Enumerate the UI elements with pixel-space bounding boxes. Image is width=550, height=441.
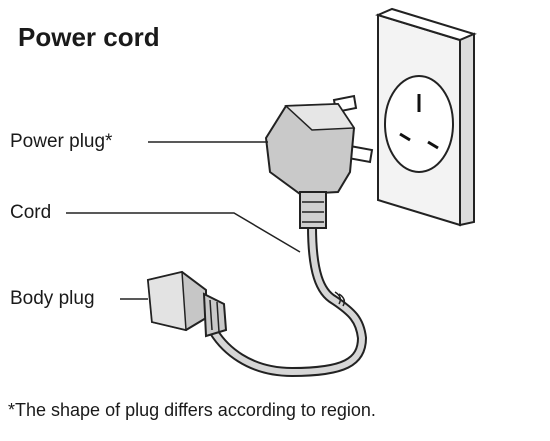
plug-top-face (284, 103, 356, 131)
cord-break-mark (334, 291, 346, 307)
socket-slot-left (399, 132, 411, 142)
body-plug-ridge (216, 301, 220, 333)
wall-outlet (375, 7, 477, 227)
body-plug-face (147, 271, 187, 331)
socket-face (384, 75, 454, 173)
body-plug-strain-relief (202, 292, 228, 338)
socket-slot-right (427, 140, 439, 150)
power-plug-label: Power plug* (10, 131, 113, 152)
cord (211, 223, 366, 376)
body-plug-ridge (209, 299, 213, 331)
cord-leader-line (66, 212, 301, 253)
power-plug (264, 94, 374, 229)
body-plug-label: Body plug (10, 288, 95, 309)
wall-plate-edge (459, 32, 475, 227)
figure-title: Power cord (18, 22, 160, 52)
footnote: *The shape of plug differs according to … (8, 400, 376, 420)
cord-label: Cord (10, 202, 52, 223)
body-plug (146, 270, 228, 338)
